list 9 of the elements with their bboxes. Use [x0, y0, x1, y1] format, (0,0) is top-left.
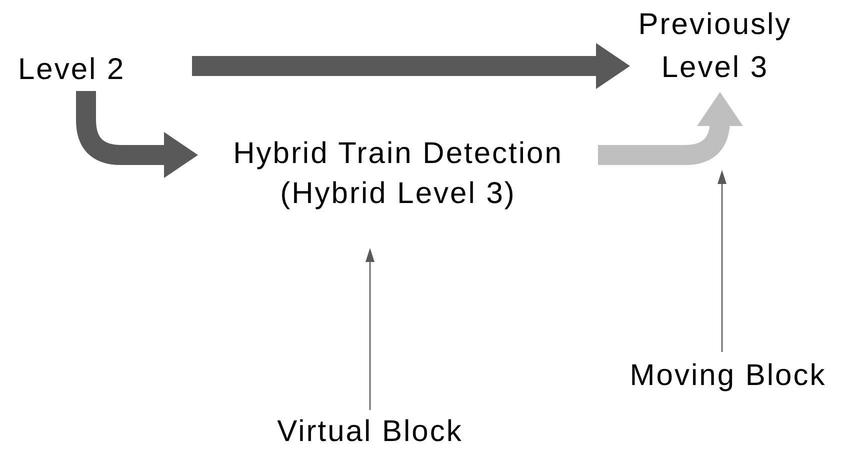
node-label: Previously Level 3 — [637, 7, 793, 86]
leader-line — [718, 170, 726, 352]
arrow — [366, 248, 374, 410]
node-label: Hybrid Train Detection (Hybrid Level 3) — [232, 136, 564, 212]
node-label: Moving Block — [628, 358, 828, 394]
block-arrow — [192, 43, 630, 89]
node-label: Virtual Block — [276, 414, 464, 450]
node-label: Level 2 — [18, 52, 126, 88]
block-arrow — [598, 92, 743, 165]
